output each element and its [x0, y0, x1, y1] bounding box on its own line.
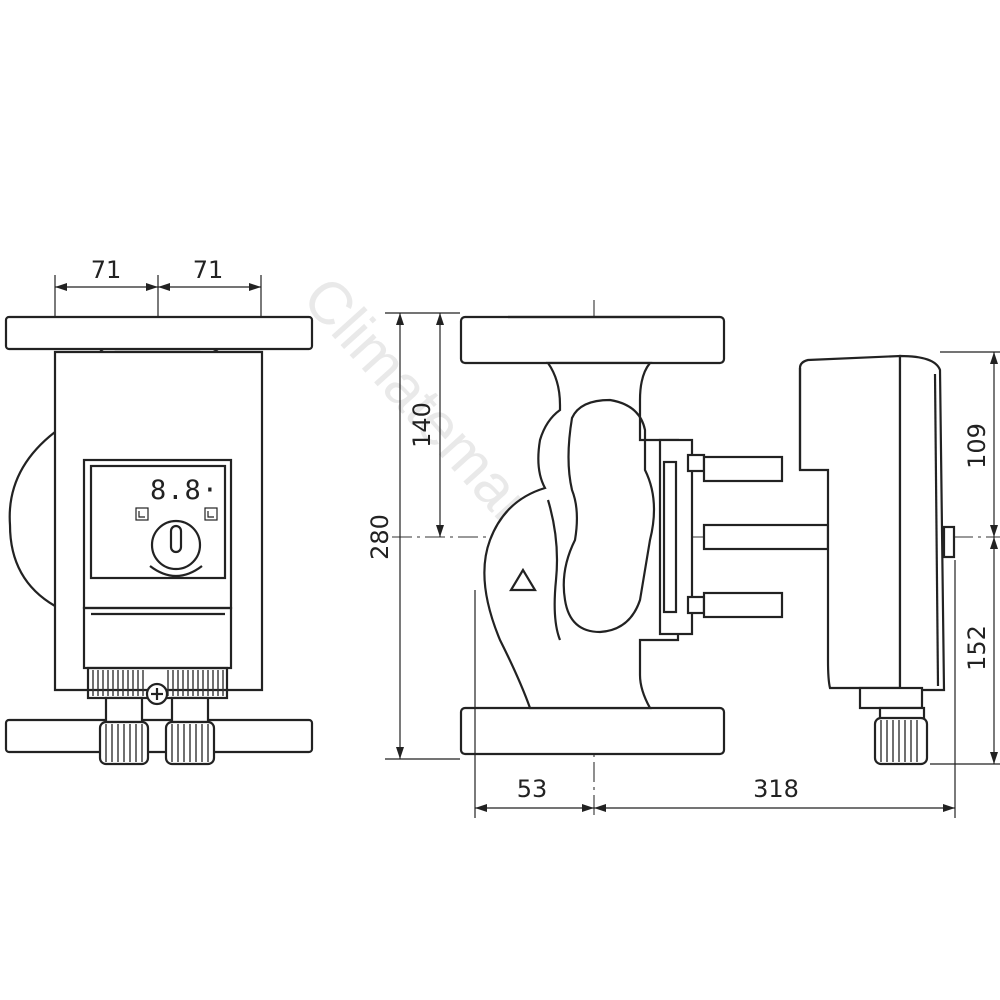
dim-horizontal: 53 318 [474, 560, 956, 818]
motor-shaft [702, 523, 830, 551]
dim-152: 152 [963, 625, 991, 671]
bolt-upper [686, 453, 784, 483]
screw-icon [145, 682, 169, 706]
dim-motor-heights: 109 152 [930, 351, 1000, 765]
bolt-lower [686, 591, 784, 619]
square-mode-icon [135, 507, 149, 521]
side-volute-outlet [546, 499, 562, 641]
dim-318: 318 [753, 775, 799, 803]
dim-280: 280 [366, 514, 394, 560]
front-width-dimension: 71 71 [54, 256, 262, 318]
dim-53: 53 [517, 775, 548, 803]
front-volute-bulge [8, 431, 56, 607]
front-view: 71 71 8.8· [4, 256, 314, 766]
front-top-flange [4, 315, 314, 351]
control-display-panel [89, 464, 227, 580]
display-readout: 8.8· [150, 475, 219, 506]
side-cable-gland [858, 686, 929, 766]
side-top-flange [459, 315, 726, 365]
side-volute [562, 398, 656, 634]
motor-front-cover [898, 354, 946, 692]
side-bottom-flange [459, 706, 726, 756]
rotary-knob-icon[interactable] [149, 519, 203, 578]
square-mode-icon [204, 507, 218, 521]
motor-end-cap [942, 525, 956, 559]
cable-gland-left [98, 696, 150, 766]
dim-front-right: 71 [193, 256, 224, 284]
dim-140: 140 [408, 402, 436, 448]
dim-upper-height: 140 [408, 313, 444, 537]
control-module [82, 458, 233, 610]
motor-housing [798, 354, 902, 690]
cable-gland-right [164, 696, 216, 766]
dim-overall-height: 280 [366, 312, 460, 760]
dim-front-left: 71 [91, 256, 122, 284]
side-view: 280 140 109 152 [366, 300, 1000, 818]
front-bottom-flange [4, 718, 314, 754]
triangle-arrow-icon [509, 567, 537, 592]
terminal-fins [86, 666, 229, 700]
side-pump-casing [483, 361, 680, 710]
dim-109: 109 [963, 423, 991, 469]
